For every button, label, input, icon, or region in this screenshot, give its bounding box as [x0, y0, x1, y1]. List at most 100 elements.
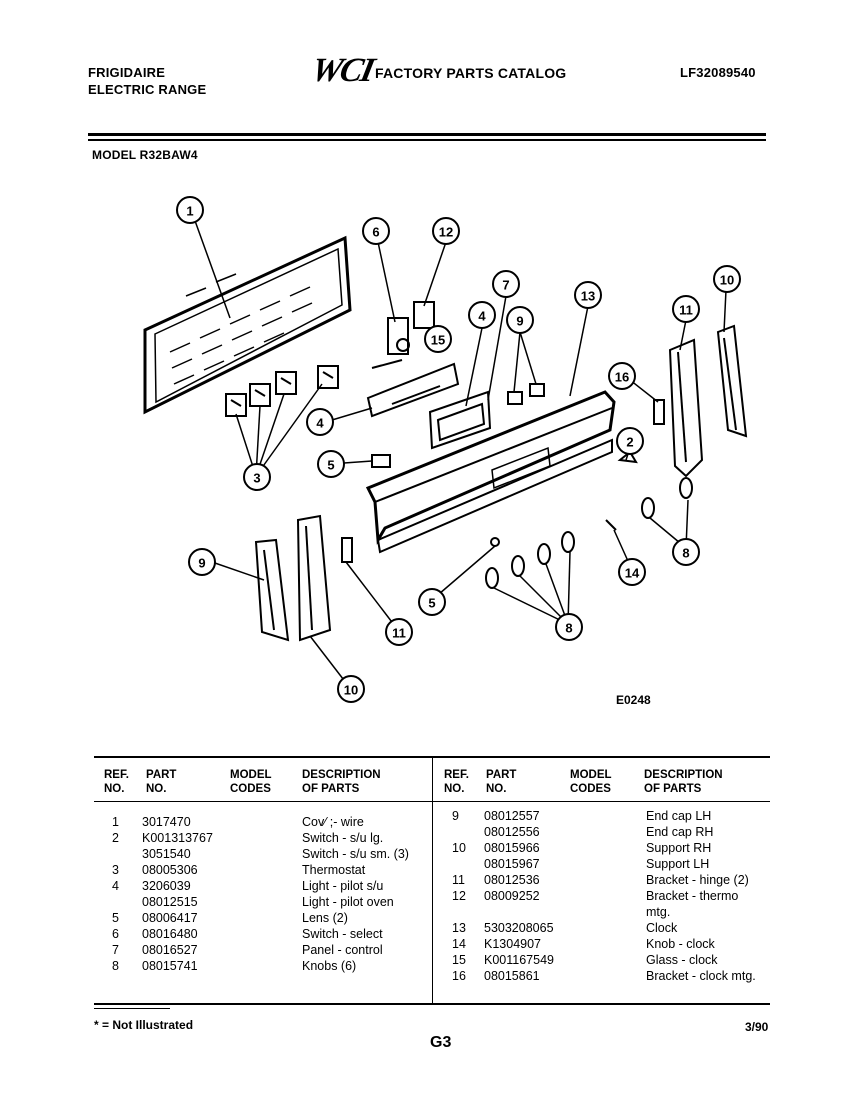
cell-part: 08015861 [484, 969, 540, 983]
callout-15: 15 [431, 333, 445, 348]
callout-13: 13 [581, 289, 595, 304]
clock-knob-part [605, 519, 617, 531]
callout-16: 16 [615, 370, 629, 385]
cell-desc: Bracket - thermo [646, 889, 739, 903]
callout-9: 9 [198, 556, 205, 571]
cell-part: 3051540 [142, 847, 191, 861]
cell-part: 08015967 [484, 857, 540, 871]
cell-desc: Cov⁄ ;- wire [302, 815, 364, 829]
lens-part-2 [490, 537, 500, 547]
callout-3: 3 [253, 471, 260, 486]
cell-ref: 16 [452, 969, 466, 983]
callout-9: 9 [516, 314, 523, 329]
cell-ref: 4 [112, 879, 119, 893]
cell-desc: Bracket - hinge (2) [646, 873, 749, 887]
cover-wire-part [143, 235, 352, 415]
header-rule-2 [88, 139, 766, 141]
leader-lines [193, 217, 727, 689]
callout-10: 10 [720, 273, 734, 288]
callout-12: 12 [439, 225, 453, 240]
cell-desc: Bracket - clock mtg. [646, 969, 756, 983]
lens-part [617, 450, 638, 464]
brand-line-2: ELECTRIC RANGE [88, 82, 207, 97]
cell-ref: 3 [112, 863, 119, 877]
end-cap-lh-part [254, 538, 290, 642]
callout-11: 11 [392, 626, 406, 641]
clock-bracket-part [366, 362, 460, 418]
cell-desc: End cap LH [646, 809, 712, 823]
cell-desc: Support RH [646, 841, 712, 855]
cell-ref: 9 [452, 809, 459, 823]
cell-ref: 5 [112, 911, 119, 925]
cell-part: 08016527 [142, 943, 198, 957]
cell-part: K001167549 [484, 953, 554, 967]
callout-6: 6 [372, 225, 379, 240]
callout-4: 4 [478, 309, 486, 324]
cell-desc: Switch - s/u lg. [302, 831, 384, 845]
page-number: G3 [430, 1034, 452, 1051]
cell-part: 3017470 [142, 815, 191, 829]
support-rh-part [668, 338, 704, 478]
thermostat-part [371, 301, 435, 369]
cell-desc: Support LH [646, 857, 710, 871]
cell-desc: Knob - clock [646, 937, 715, 951]
hinge-bracket-rh-part [653, 399, 665, 425]
cell-ref: 2 [112, 831, 119, 845]
cell-desc: Lens (2) [302, 911, 348, 925]
cell-ref: 10 [452, 841, 466, 855]
cell-ref: 6 [112, 927, 119, 941]
cell-desc: Panel - control [302, 943, 383, 957]
model-label: MODEL R32BAW4 [92, 148, 198, 162]
callout-14: 14 [625, 566, 640, 581]
clock-part [428, 390, 492, 450]
table-bottom-rule [94, 1003, 770, 1005]
support-lh-part [296, 514, 332, 642]
knob-parts [485, 477, 693, 589]
callout-2: 2 [626, 435, 633, 450]
table-header-rule [94, 801, 770, 802]
callout-5: 5 [428, 596, 435, 611]
cell-ref: 8 [112, 959, 119, 973]
callout-1: 1 [186, 204, 193, 219]
cell-part: 08012557 [484, 809, 540, 823]
cell-ref: 15 [452, 953, 466, 967]
cell-desc: Clock [646, 921, 678, 935]
header-ref-right: REF.NO. [444, 769, 469, 795]
cell-part: 5303208065 [484, 921, 554, 935]
cell-desc: Thermostat [302, 863, 366, 877]
cell-part: 08012536 [484, 873, 540, 887]
cell-part: 08016480 [142, 927, 198, 941]
end-cap-rh-part [716, 324, 748, 438]
cell-desc: Switch - select [302, 927, 383, 941]
hinge-bracket-lh-part [341, 537, 353, 563]
cell-part: 3206039 [142, 879, 191, 893]
pilot-light-parts [371, 383, 545, 468]
cell-ref: 14 [452, 937, 466, 951]
cell-desc: Switch - s/u sm. (3) [302, 847, 409, 861]
cell-desc: Light - pilot s/u [302, 879, 384, 893]
not-illustrated-note: * = Not Illustrated [94, 1018, 194, 1032]
cell-part: 08009252 [484, 889, 540, 903]
cell-ref: 11 [452, 873, 465, 887]
table-divider [432, 756, 433, 1004]
callout-7: 7 [502, 278, 509, 293]
callout-5: 5 [327, 458, 334, 473]
catalog-number: LF32089540 [680, 65, 756, 80]
callout-8: 8 [682, 546, 689, 561]
callout-8: 8 [565, 621, 572, 636]
callout-10: 10 [344, 683, 358, 698]
callout-4: 4 [316, 416, 324, 431]
cell-ref: 12 [452, 889, 466, 903]
header-rule-1 [88, 133, 766, 136]
catalog-date: 3/90 [745, 1020, 769, 1034]
cell-part: 08006417 [142, 911, 198, 925]
cell-ref: 1 [112, 815, 119, 829]
cell-desc: Light - pilot oven [302, 895, 394, 909]
cell-part: 08015966 [484, 841, 540, 855]
